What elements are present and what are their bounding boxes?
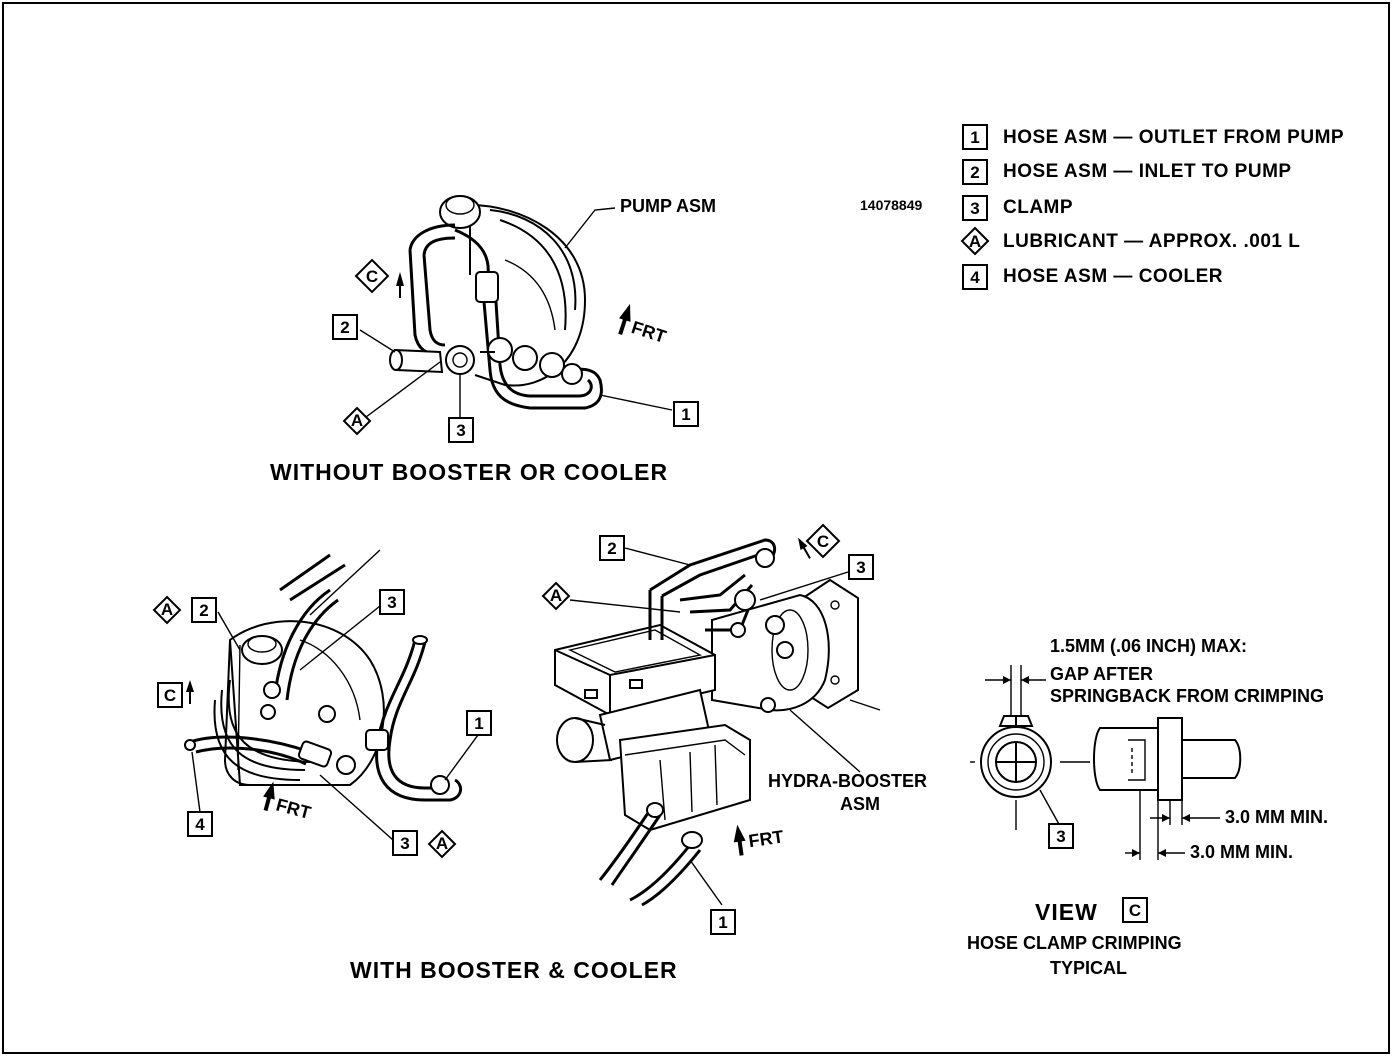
- legend-key-3: 3: [970, 199, 979, 218]
- callout-3-top: 3: [448, 417, 474, 443]
- gap-spec-line-1: 1.5MM (.06 INCH) MAX:: [1050, 636, 1247, 656]
- front-arrow-top: FRT: [618, 303, 668, 347]
- callout-a-booster: A: [541, 581, 571, 611]
- legend-text-1: HOSE ASM — OUTLET FROM PUMP: [1003, 127, 1344, 148]
- callout-4-left: 4: [187, 811, 213, 837]
- booster-view: 2 A C 3 HYDRA-BOOSTER ASM FRT 1 WITH BOO…: [350, 523, 927, 983]
- legend-item-2: 2 HOSE ASM — INLET TO PUMP: [962, 159, 1292, 185]
- front-arrow-booster: FRT: [733, 824, 785, 856]
- view-word: VIEW: [1035, 899, 1098, 925]
- legend-item-3: 3 CLAMP: [962, 195, 1073, 221]
- svg-text:1: 1: [681, 405, 690, 424]
- callout-3-detail: 3: [1048, 823, 1074, 849]
- svg-text:3: 3: [387, 593, 396, 612]
- detail-subtitle-1: HOSE CLAMP CRIMPING: [967, 933, 1182, 953]
- callout-3-booster: 3: [848, 554, 874, 580]
- gap-spec-line-2: GAP AFTER: [1050, 664, 1153, 684]
- svg-text:3: 3: [400, 834, 409, 853]
- caption-with-booster: WITH BOOSTER & COOLER: [350, 957, 678, 983]
- pump-assembly-drawing: [389, 195, 603, 410]
- svg-text:A: A: [161, 600, 173, 619]
- view-letter: C: [1129, 901, 1141, 920]
- svg-text:2: 2: [199, 601, 208, 620]
- callout-2-left: 2: [191, 597, 217, 623]
- callout-1-left: 1: [466, 710, 492, 736]
- callout-c-top: C: [354, 258, 404, 298]
- legend-key-1: 1: [970, 128, 979, 147]
- legend-text-4: HOSE ASM — COOLER: [1003, 266, 1223, 287]
- callout-a-top: A: [342, 406, 372, 436]
- hydra-booster-drawing: [554, 538, 881, 907]
- callout-c-left: C: [157, 680, 194, 708]
- detail-view-c: 1.5MM (.06 INCH) MAX: GAP AFTER SPRINGBA…: [967, 636, 1328, 978]
- drawing-id: 14078849: [860, 197, 923, 213]
- left-view: A 2 3 C 1 4 3 A: [152, 549, 492, 859]
- legend-item-4: 4 HOSE ASM — COOLER: [962, 264, 1223, 290]
- legend-text-2: HOSE ASM — INLET TO PUMP: [1003, 161, 1292, 182]
- legend: 1 HOSE ASM — OUTLET FROM PUMP 2 HOSE ASM…: [960, 124, 1344, 290]
- svg-text:1: 1: [718, 913, 727, 932]
- clamp-side-view: [1093, 717, 1242, 860]
- svg-text:A: A: [436, 834, 448, 853]
- callout-1-booster: 1: [710, 909, 736, 935]
- svg-text:FRT: FRT: [747, 827, 784, 852]
- svg-text:3: 3: [1056, 827, 1065, 846]
- svg-text:FRT: FRT: [629, 317, 668, 347]
- hydra-booster-asm-label: ASM: [840, 794, 880, 814]
- svg-text:A: A: [351, 411, 363, 430]
- svg-text:FRT: FRT: [274, 795, 313, 823]
- svg-text:2: 2: [340, 318, 349, 337]
- svg-text:2: 2: [607, 539, 616, 558]
- svg-text:1: 1: [474, 714, 483, 733]
- legend-key-4: 4: [970, 268, 980, 287]
- hydra-booster-label: HYDRA-BOOSTER: [768, 771, 927, 791]
- clamp-end-view: [970, 715, 1090, 830]
- detail-subtitle-2: TYPICAL: [1050, 958, 1127, 978]
- dimension-2: 3.0 MM MIN.: [1190, 842, 1293, 862]
- top-view: PUMP ASM C 2 A 3 1 FRT: [270, 195, 716, 485]
- front-arrow-left: FRT: [263, 781, 313, 823]
- svg-text:3: 3: [456, 421, 465, 440]
- svg-text:3: 3: [856, 558, 865, 577]
- callout-3-left-bottom: 3: [392, 830, 418, 856]
- callout-2-top: 2: [332, 314, 358, 340]
- legend-key-a: A: [969, 232, 981, 251]
- legend-key-2: 2: [970, 163, 979, 182]
- callout-3-left-top: 3: [379, 589, 405, 615]
- legend-text-a: LUBRICANT — APPROX. .001 L: [1003, 231, 1300, 252]
- legend-text-3: CLAMP: [1003, 197, 1073, 218]
- callout-a-left-top: A: [152, 595, 182, 625]
- callout-2-booster: 2: [599, 535, 625, 561]
- pump-asm-label: PUMP ASM: [620, 196, 716, 216]
- legend-item-1: 1 HOSE ASM — OUTLET FROM PUMP: [962, 124, 1344, 150]
- svg-text:C: C: [164, 686, 176, 705]
- callout-a-left-bottom: A: [427, 829, 457, 859]
- view-c-title: VIEW C: [1035, 897, 1148, 925]
- svg-text:C: C: [366, 267, 378, 286]
- caption-without-booster: WITHOUT BOOSTER OR COOLER: [270, 459, 668, 485]
- legend-item-a: A LUBRICANT — APPROX. .001 L: [960, 226, 1300, 256]
- callout-1-top: 1: [673, 401, 699, 427]
- dimension-1: 3.0 MM MIN.: [1225, 807, 1328, 827]
- svg-text:C: C: [817, 532, 829, 551]
- svg-text:4: 4: [195, 815, 205, 834]
- callout-c-booster: C: [798, 523, 841, 559]
- svg-text:A: A: [550, 586, 562, 605]
- pump-with-cooler-drawing: [184, 549, 463, 802]
- gap-spec-line-3: SPRINGBACK FROM CRIMPING: [1050, 686, 1324, 706]
